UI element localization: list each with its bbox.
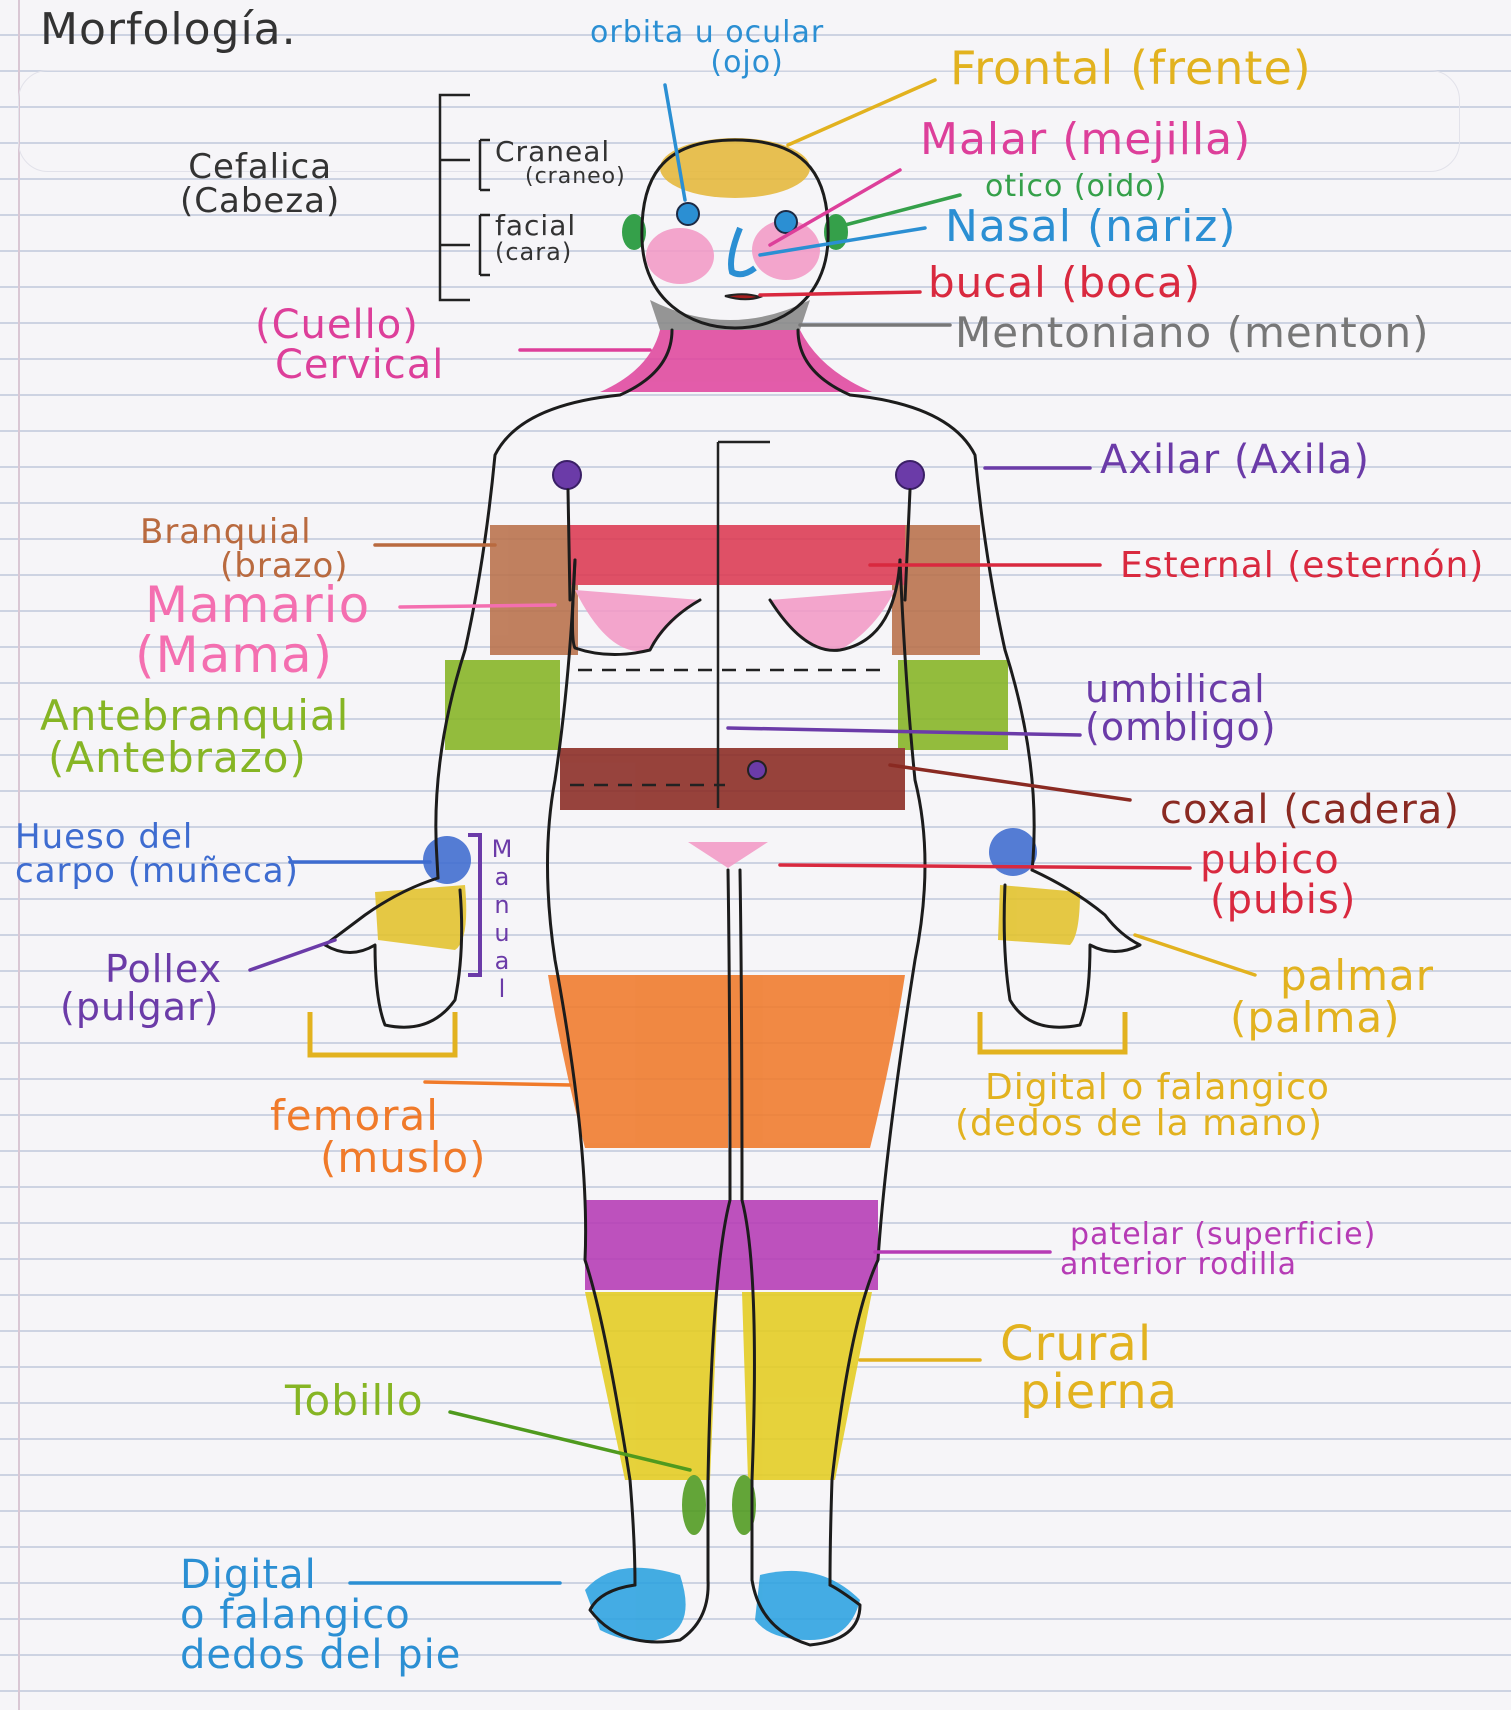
cefalica-bracket xyxy=(440,95,470,300)
left-palm xyxy=(375,885,466,950)
label-cefalica: Cefalica (Cabeza) xyxy=(180,150,340,218)
left-ankle xyxy=(682,1475,706,1535)
label-patelar: patelar (superficie) anterior rodilla xyxy=(1070,1220,1376,1280)
right-forearm-green xyxy=(898,660,1008,750)
label-femoral: femoral (muslo) xyxy=(270,1095,487,1179)
label-tobillo: Tobillo xyxy=(285,1380,424,1422)
left-leg xyxy=(585,1292,718,1480)
label-carpo: Hueso del carpo (muñeca) xyxy=(15,820,299,888)
leader-bucal xyxy=(760,292,920,295)
left-forearm-green xyxy=(445,660,560,750)
left-cheek xyxy=(646,228,714,284)
leader-coxal xyxy=(890,765,1130,800)
label-cervical: (Cuello) Cervical xyxy=(255,305,444,385)
right-nipple xyxy=(896,461,924,489)
leader-otico xyxy=(845,195,960,225)
label-esternal: Esternal (esternón) xyxy=(1120,548,1484,584)
leader-frontal xyxy=(788,80,935,145)
navel xyxy=(748,761,766,779)
label-axilar: Axilar (Axila) xyxy=(1100,440,1370,480)
label-crural: Crural pierna xyxy=(1000,1320,1178,1416)
right-foot-toes xyxy=(755,1571,860,1640)
leader-mamario xyxy=(400,605,555,607)
facial-bracket xyxy=(440,215,490,275)
right-thigh xyxy=(730,975,905,1148)
leader-pollex xyxy=(250,940,335,970)
right-wrist xyxy=(989,828,1037,876)
label-orbita: orbita u ocular (ojo) xyxy=(590,18,824,78)
coxal-band xyxy=(560,748,905,810)
left-wrist xyxy=(423,836,471,884)
label-frontal: Frontal (frente) xyxy=(950,45,1312,91)
label-mamario: Mamario (Mama) xyxy=(145,580,370,680)
label-otico: otico (oido) xyxy=(985,172,1167,202)
leader-pubico xyxy=(780,865,1190,868)
label-coxal: coxal (cadera) xyxy=(1160,790,1460,830)
right-leg xyxy=(742,1292,872,1480)
left-breast xyxy=(575,590,700,651)
label-pubico: pubico (pubis) xyxy=(1200,840,1356,920)
nose xyxy=(731,228,755,274)
label-facial: facial (cara) xyxy=(495,212,576,264)
right-breast xyxy=(770,590,895,650)
left-nipple xyxy=(553,461,581,489)
label-braquial: Branquial (brazo) xyxy=(140,515,349,583)
label-bucal: bucal (boca) xyxy=(928,262,1201,304)
left-arm-brown xyxy=(490,525,578,655)
label-craneal: Craneal (craneo) xyxy=(495,138,626,188)
label-malar: Malar (mejilla) xyxy=(920,118,1251,162)
label-umbilical: umbilical (ombligo) xyxy=(1085,670,1277,746)
label-digital-pie: Digital o falangico dedos del pie xyxy=(180,1555,461,1675)
label-nasal: Nasal (nariz) xyxy=(945,205,1237,249)
pubic-region xyxy=(688,842,768,868)
knee-band xyxy=(585,1200,878,1290)
sternal-band xyxy=(570,525,905,585)
left-nipple-line xyxy=(568,490,570,600)
left-thigh xyxy=(548,975,728,1148)
page-title: Morfología. xyxy=(40,8,297,52)
label-mentoniano: Mentoniano (menton) xyxy=(955,312,1429,354)
left-eye xyxy=(677,203,699,225)
label-manual: Manual xyxy=(490,835,514,1003)
right-palm xyxy=(998,885,1080,945)
label-antebraquial: Antebranquial (Antebrazo) xyxy=(40,695,349,779)
label-palmar: palmar (palma) xyxy=(1230,955,1434,1039)
right-digit-bracket xyxy=(980,1012,1125,1052)
label-pollex: Pollex (pulgar) xyxy=(60,950,222,1026)
mouth xyxy=(725,294,760,299)
craneal-bracket xyxy=(440,140,490,190)
leader-femoral xyxy=(425,1082,570,1085)
label-digital-mano: Digital o falangico (dedos de la mano) xyxy=(955,1070,1330,1142)
